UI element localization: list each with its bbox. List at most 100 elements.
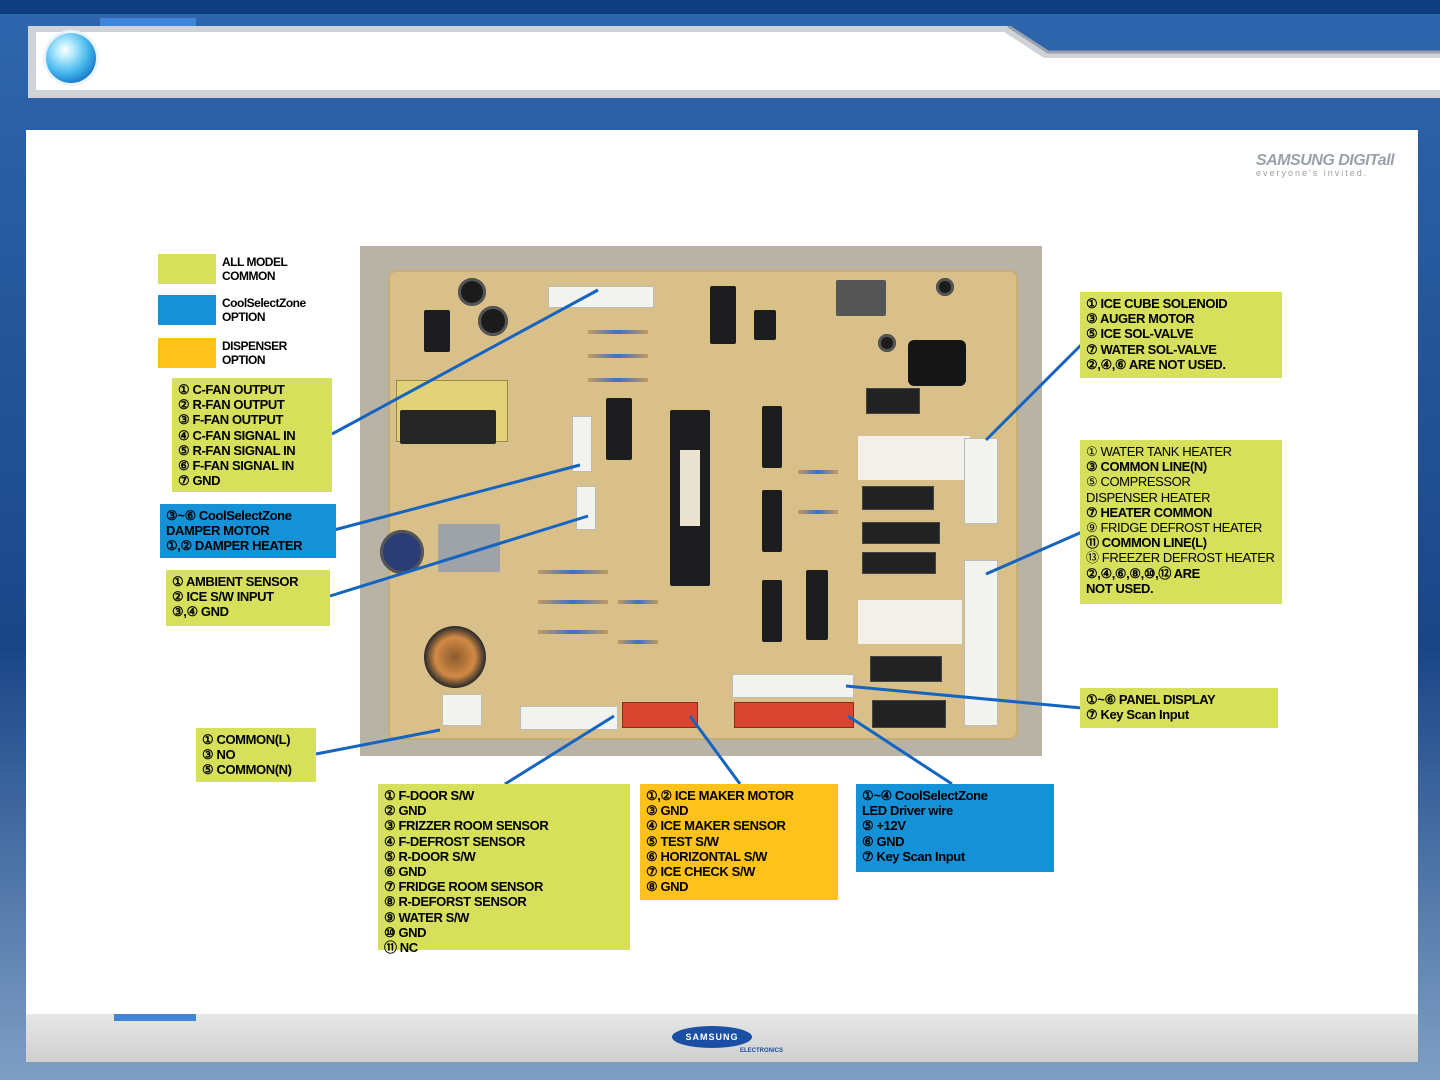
capacitor (478, 306, 508, 336)
callout-line: DAMPER MOTOR (166, 523, 270, 539)
callout-line: ⑪ COMMON LINE(L) (1086, 535, 1207, 551)
relay (866, 388, 920, 414)
leader-fan (331, 288, 599, 436)
resistor (538, 630, 608, 634)
samsung-digitall-logo: SAMSUNG DIGITall everyone's invited. (1256, 152, 1416, 178)
header-orb-icon (46, 33, 96, 83)
callout-line: ⑨ FRIDGE DEFROST HEATER (1086, 520, 1263, 536)
callout-line: ①,② ICE MAKER MOTOR (646, 788, 794, 803)
legend-label-line: OPTION (222, 310, 266, 324)
callout-line: ③ FRIZZER ROOM SENSOR (384, 818, 549, 834)
power-relay (858, 600, 962, 644)
callout-line: ③ GND (646, 803, 689, 819)
leader-panel (845, 684, 1083, 710)
leader-led (847, 714, 953, 786)
choke-coil (424, 626, 486, 688)
footer-samsung-logo: SAMSUNG (672, 1026, 752, 1048)
connector-door (520, 706, 618, 730)
ic (806, 570, 828, 640)
callout-line: ①,② DAMPER HEATER (166, 538, 303, 554)
legend-swatch (158, 338, 216, 368)
callout-line: ②,④,⑥ ARE NOT USED. (1086, 356, 1226, 372)
footer-accent (114, 1014, 196, 1021)
relay (872, 700, 946, 728)
relay (862, 486, 934, 510)
callout-line: ⑦ WATER SOL-VALVE (1086, 341, 1217, 357)
callout-line: ① WATER TANK HEATER (1086, 444, 1232, 459)
leader-damper (333, 463, 581, 532)
resistor (538, 600, 608, 604)
callout-line: ④ ICE MAKER SENSOR (646, 818, 786, 834)
resistor (588, 378, 648, 382)
legend-label-line: ALL MODEL (222, 255, 288, 269)
leader-door (504, 714, 615, 786)
relay-black (908, 340, 966, 386)
triac-group (836, 280, 886, 316)
brand-name: SAMSUNG DIGITall (1256, 152, 1395, 169)
regulator (424, 310, 450, 352)
leader-common (315, 728, 441, 756)
ic (754, 310, 776, 340)
legend-swatch (158, 254, 216, 284)
callout-line: ⑤ ICE SOL-VALVE (1086, 326, 1194, 342)
connector-led (734, 702, 854, 728)
callout-line: ⑥ F-FAN SIGNAL IN (178, 458, 294, 474)
callout-line: ⑤ TEST S/W (646, 833, 719, 849)
callout-line: ⑧ R-DEFORST SENSOR (384, 894, 527, 910)
callout-line: LED Driver wire (862, 803, 953, 819)
callout-line: ④ C-FAN SIGNAL IN (178, 427, 296, 443)
callout-line: ⑤ R-DOOR S/W (384, 848, 476, 864)
callout-line: ⑩ GND (384, 924, 427, 940)
power-relay (858, 436, 970, 480)
leader-icemaker (688, 715, 742, 785)
legend-label-line: COMMON (222, 269, 276, 283)
callout-line: ② ICE S/W INPUT (172, 589, 274, 605)
callout-line: ③ AUGER MOTOR (1086, 311, 1195, 327)
callout-line: ④ F-DEFROST SENSOR (384, 833, 525, 849)
callout-line: ① F-DOOR S/W (384, 788, 474, 803)
resistor (618, 600, 658, 604)
callout-line: DISPENSER HEATER (1086, 489, 1211, 505)
transformer-core (400, 410, 496, 444)
legend-swatch (158, 295, 216, 325)
callout-line: ① AMBIENT SENSOR (172, 574, 299, 589)
callout-line: ⑤ R-FAN SIGNAL IN (178, 442, 296, 458)
callout-line: ① C-FAN OUTPUT (178, 382, 285, 397)
callout-line: ⑧ GND (646, 879, 689, 895)
callout-line: ⑬ FREEZER DEFROST HEATER (1086, 550, 1275, 566)
capacitor (936, 278, 954, 296)
callout-line: ③~⑥ CoolSelectZone (166, 508, 292, 523)
callout-line: ⑦ Key Scan Input (862, 848, 965, 864)
callout-line: ⑦ FRIDGE ROOM SENSOR (384, 879, 543, 895)
callout-line: ③,④ GND (172, 604, 229, 620)
callout-line: ③ F-FAN OUTPUT (178, 412, 283, 428)
relay (870, 656, 942, 682)
connector-icemaker (622, 702, 698, 728)
resistor (618, 640, 658, 644)
relay (862, 552, 936, 574)
callout-line: ⑤ COMPRESSOR (1086, 474, 1191, 490)
leader-icecube (984, 342, 1084, 442)
connector-icecube (964, 438, 998, 524)
ic (762, 580, 782, 642)
callout-line: ⑤ COMMON(N) (202, 762, 292, 778)
top-bar (0, 0, 1440, 14)
callout-line: ① COMMON(L) (202, 732, 291, 747)
callout-line: ⑨ WATER S/W (384, 909, 470, 925)
resistor (798, 510, 838, 514)
resistor (798, 470, 838, 474)
callout-line: ⑦ Key Scan Input (1086, 707, 1189, 723)
callout-line: ⑥ GND (384, 864, 427, 880)
slide-header (28, 26, 1440, 98)
